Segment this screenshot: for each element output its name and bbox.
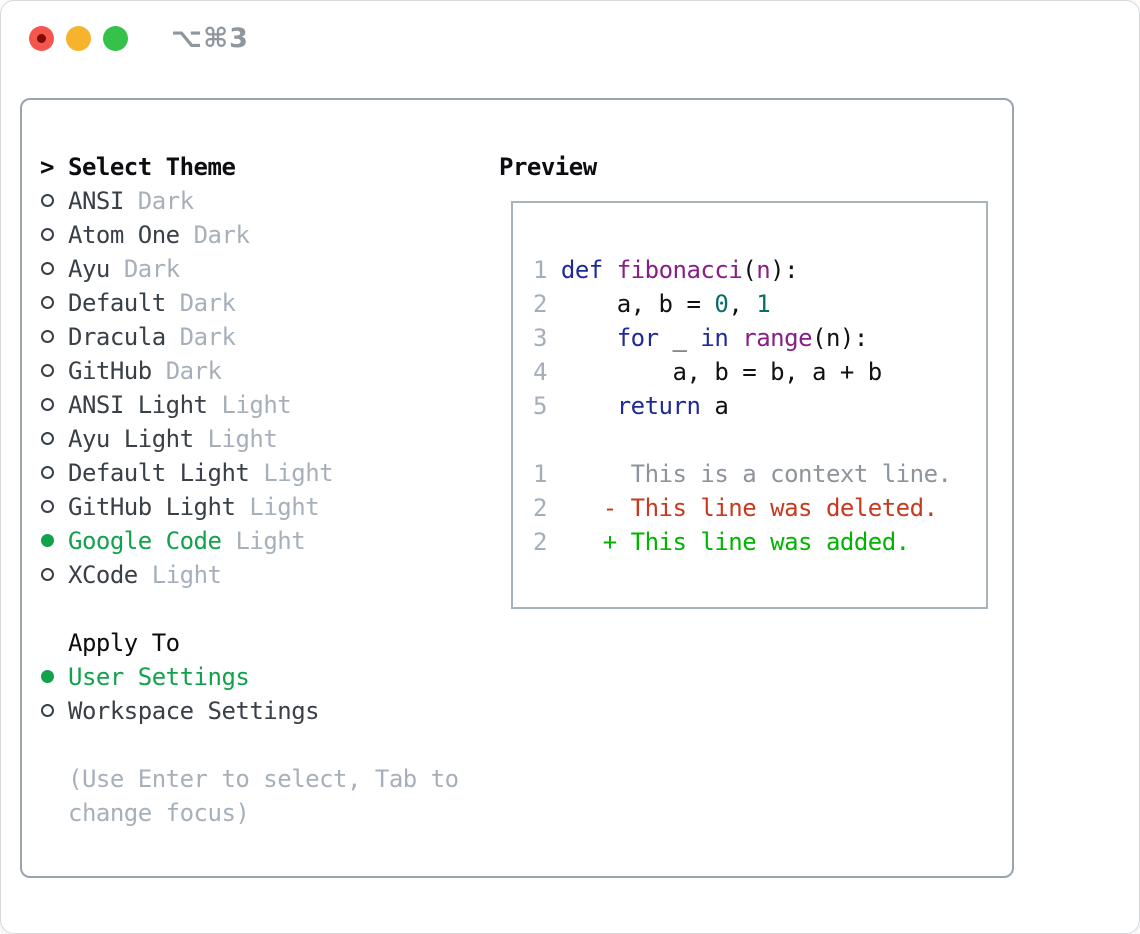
theme-option[interactable]: ANSI Light Light (40, 388, 470, 422)
option-label: Atom One (68, 221, 180, 249)
option-variant-label: Light (263, 459, 334, 487)
preview-line: 1 This is a context line. (533, 460, 952, 488)
traffic-lights (29, 26, 128, 51)
option-label: ANSI (68, 187, 124, 215)
theme-option[interactable]: GitHub Dark (40, 354, 470, 388)
preview-line (533, 423, 986, 457)
radio-icon (41, 432, 54, 445)
theme-option[interactable]: Default Light Light (40, 456, 470, 490)
preview-code: 1 def fibonacci(n): 2 a, b = 0, 1 3 for _ … (533, 253, 986, 559)
radio-icon (41, 296, 54, 309)
radio-icon (41, 568, 54, 581)
theme-option[interactable]: GitHub Light Light (40, 490, 470, 524)
option-label: Dracula (68, 323, 166, 351)
spacer (40, 592, 470, 626)
option-variant-label: Light (249, 493, 320, 521)
option-label: Default (68, 289, 166, 317)
window-title: ⌥⌘3 (171, 23, 249, 54)
option-label: GitHub Light (68, 493, 236, 521)
radio-icon (41, 194, 54, 207)
radio-icon (41, 500, 54, 513)
theme-option[interactable]: Ayu Light Light (40, 422, 470, 456)
radio-selected-icon (41, 534, 54, 547)
option-variant-label: Light (235, 527, 306, 555)
zoom-button[interactable] (103, 26, 128, 51)
theme-option[interactable]: XCode Light (40, 558, 470, 592)
option-variant-label: Dark (165, 357, 222, 385)
radio-icon (41, 262, 54, 275)
radio-icon (41, 364, 54, 377)
theme-option[interactable]: ANSI Dark (40, 184, 470, 218)
option-variant-label: Light (151, 561, 222, 589)
option-label: ANSI Light (68, 391, 208, 419)
theme-option[interactable]: Atom One Dark (40, 218, 470, 252)
radio-icon (41, 330, 54, 343)
radio-icon (41, 466, 54, 479)
preview-line: 1 def fibonacci(n): (533, 256, 799, 284)
help-text: (Use Enter to select, Tab to change focu… (68, 765, 459, 827)
option-label: Workspace Settings (68, 697, 320, 725)
option-label: User Settings (68, 663, 250, 691)
select-theme-header: Select Theme (68, 153, 236, 181)
preview-line: 5 return a (533, 392, 729, 420)
option-variant-label: Dark (179, 323, 236, 351)
radio-selected-icon (41, 670, 54, 683)
radio-icon (41, 398, 54, 411)
option-variant-label: Light (207, 425, 278, 453)
theme-option[interactable]: Default Dark (40, 286, 470, 320)
preview-header: Preview (499, 153, 597, 181)
cursor-icon: > (40, 153, 54, 181)
option-label: XCode (68, 561, 138, 589)
option-label: Ayu Light (68, 425, 194, 453)
theme-option[interactable]: Dracula Dark (40, 320, 470, 354)
option-variant-label: Dark (137, 187, 194, 215)
option-label: Ayu (68, 255, 110, 283)
theme-option[interactable]: Ayu Dark (40, 252, 470, 286)
option-label: Google Code (68, 527, 222, 555)
option-label: GitHub (68, 357, 152, 385)
spacer (40, 728, 470, 762)
option-variant-label: Dark (123, 255, 180, 283)
radio-icon (41, 228, 54, 241)
titlebar[interactable]: ⌥⌘3 (1, 1, 1139, 76)
preview-line: 2 - This line was deleted. (533, 494, 938, 522)
preview-pane: 1 def fibonacci(n): 2 a, b = 0, 1 3 for _ … (511, 201, 988, 609)
apply-to-option[interactable]: Workspace Settings (40, 694, 470, 728)
preview-line: 2 a, b = 0, 1 (533, 290, 771, 318)
apply-to-option[interactable]: User Settings (40, 660, 470, 694)
radio-icon (41, 704, 54, 717)
preview-line: 2 + This line was added. (533, 528, 910, 556)
option-variant-label: Dark (193, 221, 250, 249)
minimize-button[interactable] (66, 26, 91, 51)
close-button[interactable] (29, 26, 54, 51)
option-variant-label: Dark (179, 289, 236, 317)
apply-to-header: Apply To (68, 629, 180, 657)
preview-line: 4 a, b = b, a + b (533, 358, 882, 386)
theme-option[interactable]: Google Code Light (40, 524, 470, 558)
preview-line: 3 for _ in range(n): (533, 324, 868, 352)
apply-to-header-row: Apply To (40, 626, 470, 660)
select-theme-header-row: > Select Theme (40, 150, 470, 184)
option-variant-label: Light (221, 391, 292, 419)
option-label: Default Light (68, 459, 250, 487)
